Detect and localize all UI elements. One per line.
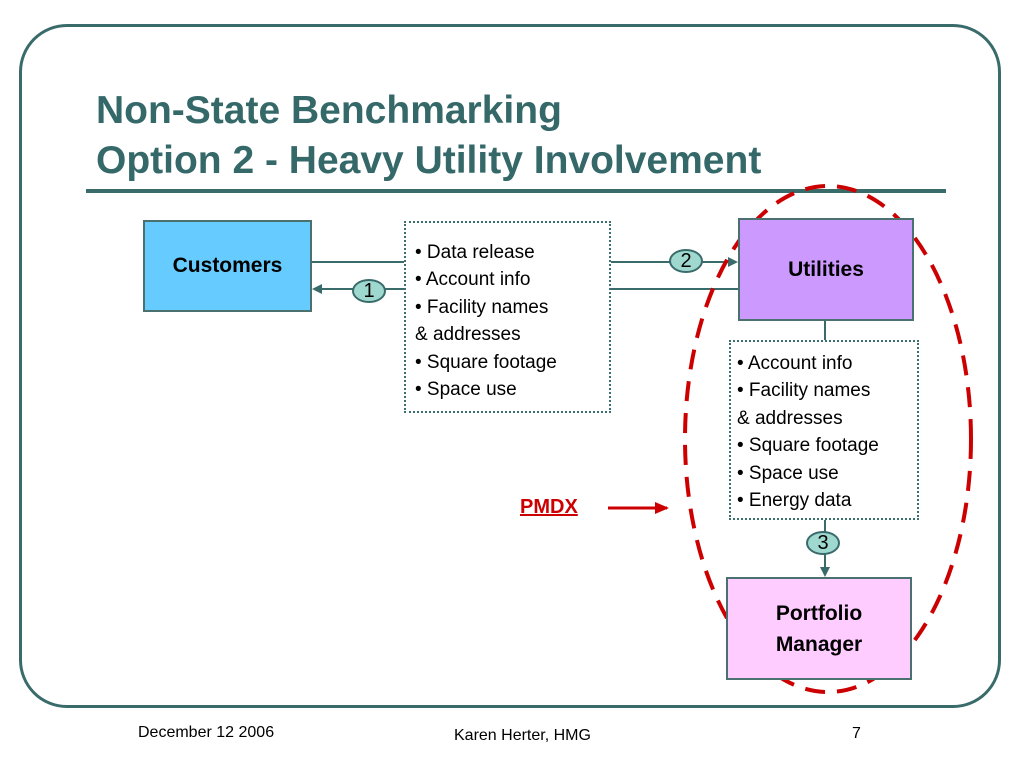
step-1-badge: 1 <box>352 279 386 303</box>
note1-item: • Space use <box>415 379 517 401</box>
note1-item: • Square footage <box>415 351 557 373</box>
customers-box: Customers <box>143 220 312 312</box>
note2-item: • Square footage <box>737 435 879 457</box>
portfolio-label-line-2: Manager <box>775 632 863 656</box>
note1-item: • Account info <box>415 269 531 291</box>
utility-data-note: • Account info • Facility names & addres… <box>729 340 919 520</box>
title-line-2: Option 2 - Heavy Utility Involvement <box>96 139 762 182</box>
utilities-box: Utilities <box>738 218 914 321</box>
customers-label: Customers <box>172 254 283 277</box>
note2-item: • Space use <box>737 462 839 484</box>
slide-frame <box>19 24 1001 708</box>
step-2-badge: 2 <box>669 249 703 273</box>
footer-date: December 12 2006 <box>138 724 275 741</box>
note2-item: • Facility names <box>737 380 871 402</box>
slide-title: Non-State Benchmarking Option 2 - Heavy … <box>96 86 761 186</box>
note2-item: • Energy data <box>737 490 852 512</box>
customer-data-note: • Data release • Account info • Facility… <box>404 221 611 413</box>
title-line-1: Non-State Benchmarking <box>96 89 562 132</box>
note1-item: • Data release <box>415 242 535 263</box>
footer-author: Karen Herter, HMG <box>454 727 591 744</box>
note1-item: • Facility names <box>415 296 549 318</box>
utilities-label: Utilities <box>788 257 864 281</box>
pmdx-highlight-ellipse <box>683 184 973 694</box>
portfolio-manager-box: Portfolio Manager <box>726 577 912 680</box>
note2-item: & addresses <box>737 407 843 429</box>
note1-item: & addresses <box>415 324 521 346</box>
step-3-badge: 3 <box>806 531 840 555</box>
note2-item: • Account info <box>737 353 853 374</box>
portfolio-label-line-1: Portfolio <box>775 601 863 625</box>
title-underline <box>86 189 946 193</box>
pmdx-label: PMDX <box>520 496 578 518</box>
footer-page-number: 7 <box>852 725 861 742</box>
